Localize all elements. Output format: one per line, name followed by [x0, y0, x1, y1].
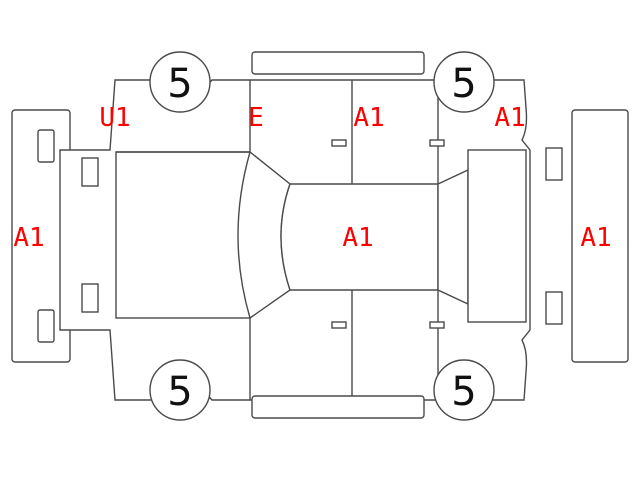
- taillamp-left: [545, 147, 563, 181]
- left-side-sill: [251, 51, 425, 75]
- tire-rear-right: 5: [433, 359, 495, 421]
- tire-rear-left: 5: [149, 359, 211, 421]
- tire-front-right: 5: [433, 51, 495, 113]
- tire-grade-front-right: 5: [451, 61, 476, 107]
- mark-rear-right-fender: A1: [494, 103, 525, 133]
- car-body: [59, 79, 531, 401]
- headlamp-left: [81, 157, 99, 187]
- mark-roof: A1: [342, 223, 373, 253]
- right-side-sill: [251, 395, 425, 419]
- tire-grade-rear-left: 5: [167, 369, 192, 415]
- rear-bumper: [571, 109, 629, 363]
- taillamp-right: [545, 291, 563, 325]
- mark-windshield-top: E: [248, 103, 264, 133]
- mark-front-bumper: A1: [13, 223, 44, 253]
- tire-grade-rear-right: 5: [451, 369, 476, 415]
- mark-roof-front: A1: [353, 103, 384, 133]
- tire-grade-front-left: 5: [167, 61, 192, 107]
- mark-front-left-fender: U1: [99, 103, 130, 133]
- tire-front-left: 5: [149, 51, 211, 113]
- headlamp-right: [81, 283, 99, 313]
- mark-rear-bumper: A1: [580, 223, 611, 253]
